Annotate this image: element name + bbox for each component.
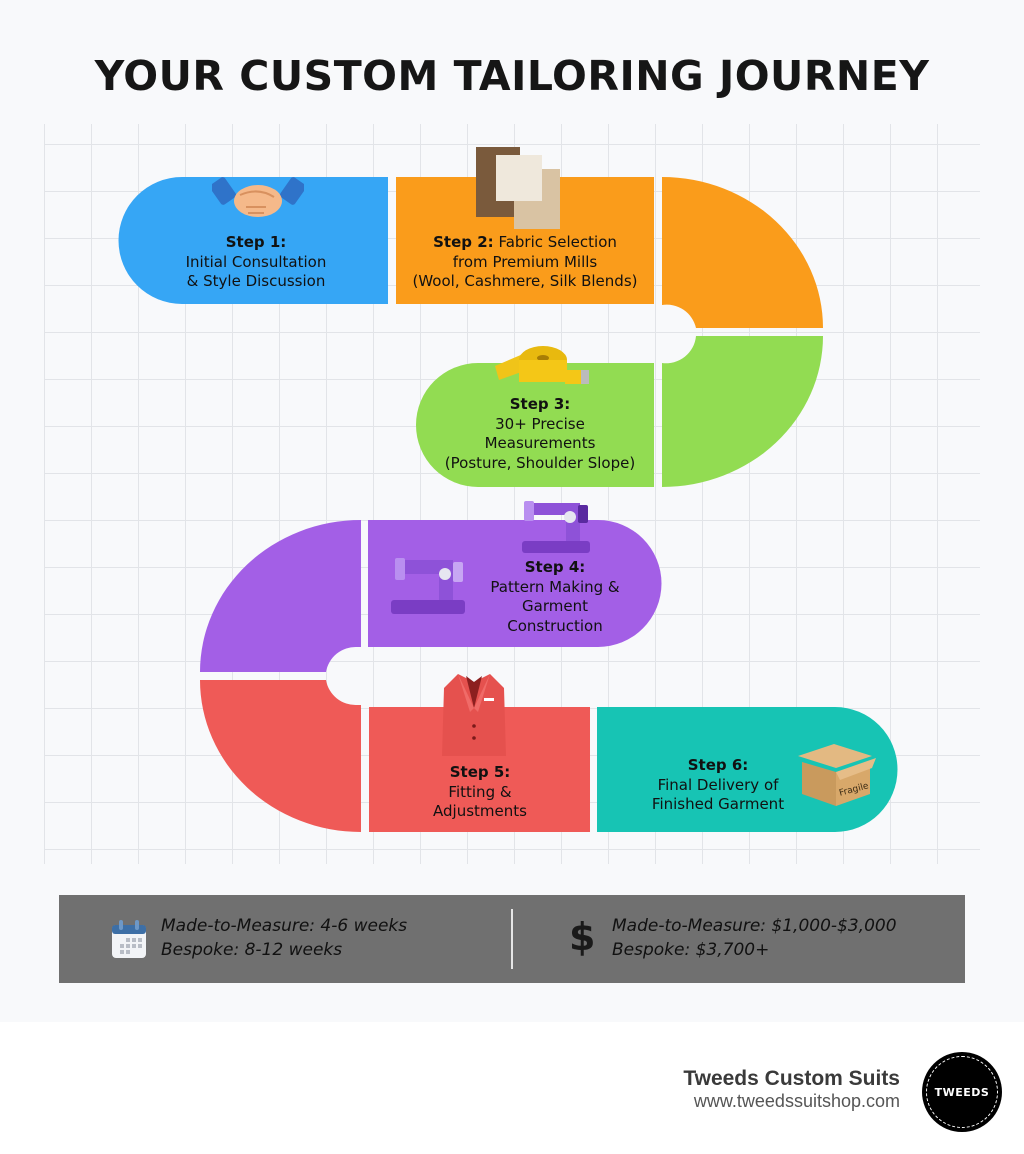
step-6-line: Final Delivery of (657, 775, 779, 794)
info-bar: Made-to-Measure: 4-6 weeks Bespoke: 8-12… (59, 895, 965, 983)
fabric-swatches-icon (476, 147, 560, 229)
measuring-tape-icon (495, 346, 589, 384)
step-3-curve (662, 336, 823, 487)
step-3-segment (416, 363, 654, 487)
step-2-line: Fabric Selection (498, 233, 617, 251)
step-2-line: (Wool, Cashmere, Silk Blends) (412, 272, 638, 290)
step-5-text: Step 5: Fitting & Adjustments (400, 763, 560, 822)
step-1-label: Step 1: (225, 233, 287, 251)
step-4-line: Construction (507, 616, 603, 635)
pricing-bespoke: Bespoke: $3,700+ (612, 940, 770, 960)
suit-jacket-icon (442, 674, 506, 756)
step-4-line: Garment (522, 597, 588, 615)
step-6-label: Step 6: (687, 756, 749, 774)
step-4-label: Step 4: (524, 558, 586, 576)
step-5-curve (200, 680, 361, 832)
info-divider (511, 909, 513, 969)
calendar-icon (112, 920, 146, 958)
brand-name: Tweeds Custom Suits (683, 1067, 900, 1090)
step-5-label: Step 5: (449, 763, 511, 781)
handshake-icon (212, 177, 304, 217)
step-3-text: Step 3: 30+ Precise Measurements (Postur… (410, 395, 670, 473)
journey-path (118, 177, 898, 832)
logo-text: TWEEDS (934, 1085, 990, 1099)
step-1-line: Initial Consultation (185, 252, 327, 271)
step-1-segment (118, 177, 389, 304)
step-6-line: Finished Garment (651, 795, 785, 813)
brand-url[interactable]: www.tweedssuitshop.com (693, 1091, 900, 1111)
dollar-icon: $ (569, 915, 596, 959)
step-4-line: Pattern Making & (490, 577, 620, 596)
step-2-line: from Premium Mills (452, 252, 598, 271)
timeline-made-to-measure: Made-to-Measure: 4-6 weeks (161, 916, 408, 936)
step-3-line: Measurements (484, 434, 596, 452)
infographic-canvas: YOUR CUSTOM TAILORING JOURNEY (44, 52, 980, 983)
step-2-curve (662, 177, 823, 328)
page-title: YOUR CUSTOM TAILORING JOURNEY (94, 52, 930, 100)
step-3-line: 30+ Precise (495, 414, 585, 433)
brand-logo: TWEEDS (922, 1052, 1002, 1132)
step-4-curve (200, 520, 361, 672)
sewing-machine-icon (391, 558, 465, 614)
step-5-line: Adjustments (433, 802, 527, 820)
step-1-line: & Style Discussion (186, 272, 326, 290)
sewing-machine-icon (522, 501, 590, 553)
step-1-text: Step 1: Initial Consultation & Style Dis… (160, 233, 352, 292)
package-box-icon: Fragile (798, 744, 876, 806)
timeline-bespoke: Bespoke: 8-12 weeks (161, 940, 343, 960)
pricing-made-to-measure: Made-to-Measure: $1,000-$3,000 (612, 916, 897, 936)
step-6-text: Step 6: Final Delivery of Finished Garme… (630, 756, 806, 815)
step-3-line: (Posture, Shoulder Slope) (444, 453, 636, 472)
step-5-line: Fitting & (448, 782, 512, 801)
step-2-label: Step 2: (433, 233, 494, 251)
step-3-label: Step 3: (509, 395, 571, 413)
step-2-text: Step 2: Fabric Selection from Premium Mi… (396, 233, 654, 292)
step-4-text: Step 4: Pattern Making & Garment Constru… (470, 558, 640, 636)
